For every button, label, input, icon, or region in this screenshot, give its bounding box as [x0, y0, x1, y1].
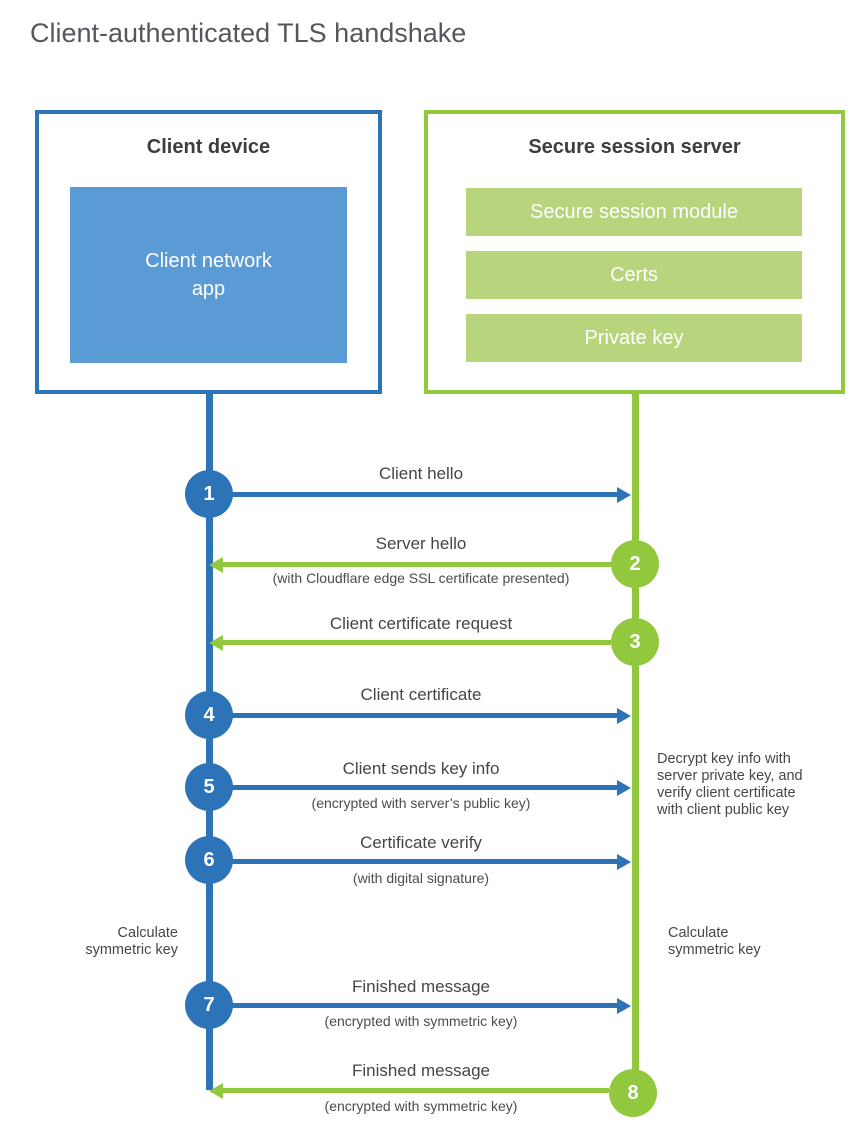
client-network-app-box: Client network app — [70, 187, 347, 363]
step-3-arrow-left — [209, 635, 611, 651]
step-4-label: Client certificate — [360, 685, 482, 704]
page-title: Client-authenticated TLS handshake — [30, 18, 467, 48]
step-2-arrow-left — [209, 557, 611, 573]
step-5-label: Client sends key info — [342, 759, 500, 778]
server-title: Secure session server — [528, 136, 741, 158]
calc-symmetric-key-client-note: Calculate symmetric key — [85, 925, 178, 958]
step-2-label: Server hello — [375, 534, 467, 553]
step-6-arrow-right — [230, 854, 631, 870]
step-8-sublabel: (encrypted with symmetric key) — [324, 1098, 518, 1114]
client-device-box: Client device Client network app — [35, 110, 382, 394]
step-5-sublabel: (encrypted with server’s public key) — [311, 795, 531, 811]
step-2-sublabel: (with Cloudflare edge SSL certificate pr… — [272, 570, 570, 586]
secure-session-server-box: Secure session server Secure session mod… — [424, 110, 845, 394]
server-module-private-key: Private key — [466, 314, 802, 362]
step-8-badge: 8 — [609, 1069, 657, 1117]
step-1-badge: 1 — [185, 470, 233, 518]
step-2-badge: 2 — [611, 540, 659, 588]
server-module-secure-session: Secure session module — [466, 188, 802, 236]
step-4-arrow-right — [230, 708, 631, 724]
server-module-certs: Certs — [466, 251, 802, 299]
step-7-badge: 7 — [185, 981, 233, 1029]
server-lifeline — [632, 392, 639, 1093]
client-lifeline — [206, 392, 213, 1090]
step-3-label: Client certificate request — [329, 614, 513, 633]
step-7-label: Finished message — [352, 977, 490, 996]
step-5-badge: 5 — [185, 763, 233, 811]
step-6-label: Certificate verify — [360, 833, 482, 852]
step-7-arrow-right — [230, 998, 631, 1014]
step-3-badge: 3 — [611, 618, 659, 666]
step-8-label: Finished message — [352, 1061, 490, 1080]
step-5-arrow-right — [230, 780, 631, 796]
calc-symmetric-key-server-note: Calculate symmetric key — [668, 925, 761, 958]
step-6-sublabel: (with digital signature) — [352, 870, 490, 886]
step-8-arrow-left — [209, 1083, 609, 1099]
step-4-badge: 4 — [185, 691, 233, 739]
step-6-badge: 6 — [185, 836, 233, 884]
client-device-title: Client device — [146, 136, 271, 158]
step-1-arrow-right — [230, 487, 631, 503]
step-7-sublabel: (encrypted with symmetric key) — [324, 1013, 518, 1029]
decrypt-key-note: Decrypt key info with server private key… — [657, 751, 803, 818]
step-1-label: Client hello — [378, 464, 464, 483]
